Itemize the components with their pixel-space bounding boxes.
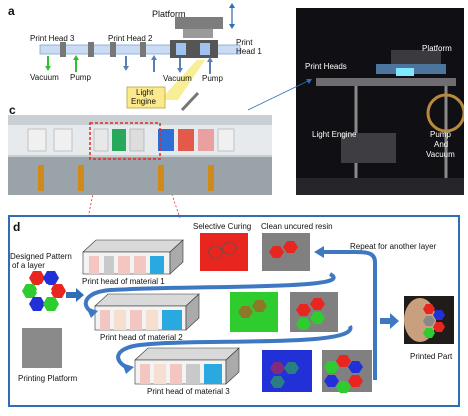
- print-head-2: [94, 293, 200, 331]
- panel-label-c: c: [9, 103, 16, 117]
- designed-pattern-hexes: [22, 271, 66, 311]
- pump-right-label: Pump: [202, 74, 223, 83]
- platform-base: [183, 29, 213, 38]
- platform-block: [175, 17, 223, 29]
- print-heads-photo: [8, 115, 272, 195]
- head-material-3-label: Print head of material 3: [147, 387, 230, 396]
- head-material-1-label: Print head of material 1: [82, 277, 165, 286]
- clean-uncured-label: Clean uncured resin: [261, 222, 333, 231]
- panel-c: [8, 115, 272, 195]
- head2-label: Print Head 2: [108, 34, 153, 43]
- print-head-1: [82, 239, 184, 275]
- pump-left-label: Pump: [70, 73, 91, 82]
- panel-a-schematic: [39, 3, 241, 112]
- highlight-box: [89, 122, 161, 160]
- printer-photo: [296, 8, 464, 195]
- light-engine-label-2: Engine: [131, 97, 156, 106]
- head1-label-2: Head 1: [236, 47, 262, 56]
- b-print-heads-label: Print Heads: [305, 62, 347, 71]
- b-light-engine-label: Light Engine: [312, 130, 357, 139]
- b-pump-label-3: Vacuum: [426, 150, 455, 159]
- panel-label-d: d: [13, 220, 21, 234]
- curing-green: [230, 292, 278, 332]
- head1-label-1: Print: [236, 38, 253, 47]
- print-head-3: [134, 347, 240, 385]
- head3-label: Print Head 3: [30, 34, 75, 43]
- panel-d: [8, 215, 460, 407]
- vacuum-right-label: Vacuum: [163, 74, 192, 83]
- panel-label-a: a: [8, 4, 15, 18]
- selective-curing-label: Selective Curing: [193, 222, 252, 231]
- panel-b: b: [296, 8, 464, 195]
- designed-pattern-label-1: Designed Pattern: [10, 252, 72, 261]
- light-engine-label-1: Light: [136, 88, 154, 97]
- platform-label: Platform: [152, 9, 186, 19]
- panel-a: a Platform Print Head 3 Print Head 2 Pri…: [0, 0, 270, 115]
- vacuum-left-label: Vacuum: [30, 73, 59, 82]
- printing-platform-square: [22, 328, 62, 368]
- designed-pattern-label-2: of a layer: [12, 261, 45, 270]
- printed-part-label: Printed Part: [410, 352, 453, 361]
- b-pump-label-1: Pump: [430, 130, 451, 139]
- b-platform-label: Platform: [422, 44, 452, 53]
- curing-red: [200, 233, 248, 271]
- repeat-label: Repeat for another layer: [350, 242, 437, 251]
- head-material-2-label: Print head of material 2: [100, 333, 183, 342]
- printing-platform-label: Printing Platform: [18, 374, 78, 383]
- light-engine-box: [126, 86, 166, 109]
- b-pump-label-2: And: [434, 140, 449, 149]
